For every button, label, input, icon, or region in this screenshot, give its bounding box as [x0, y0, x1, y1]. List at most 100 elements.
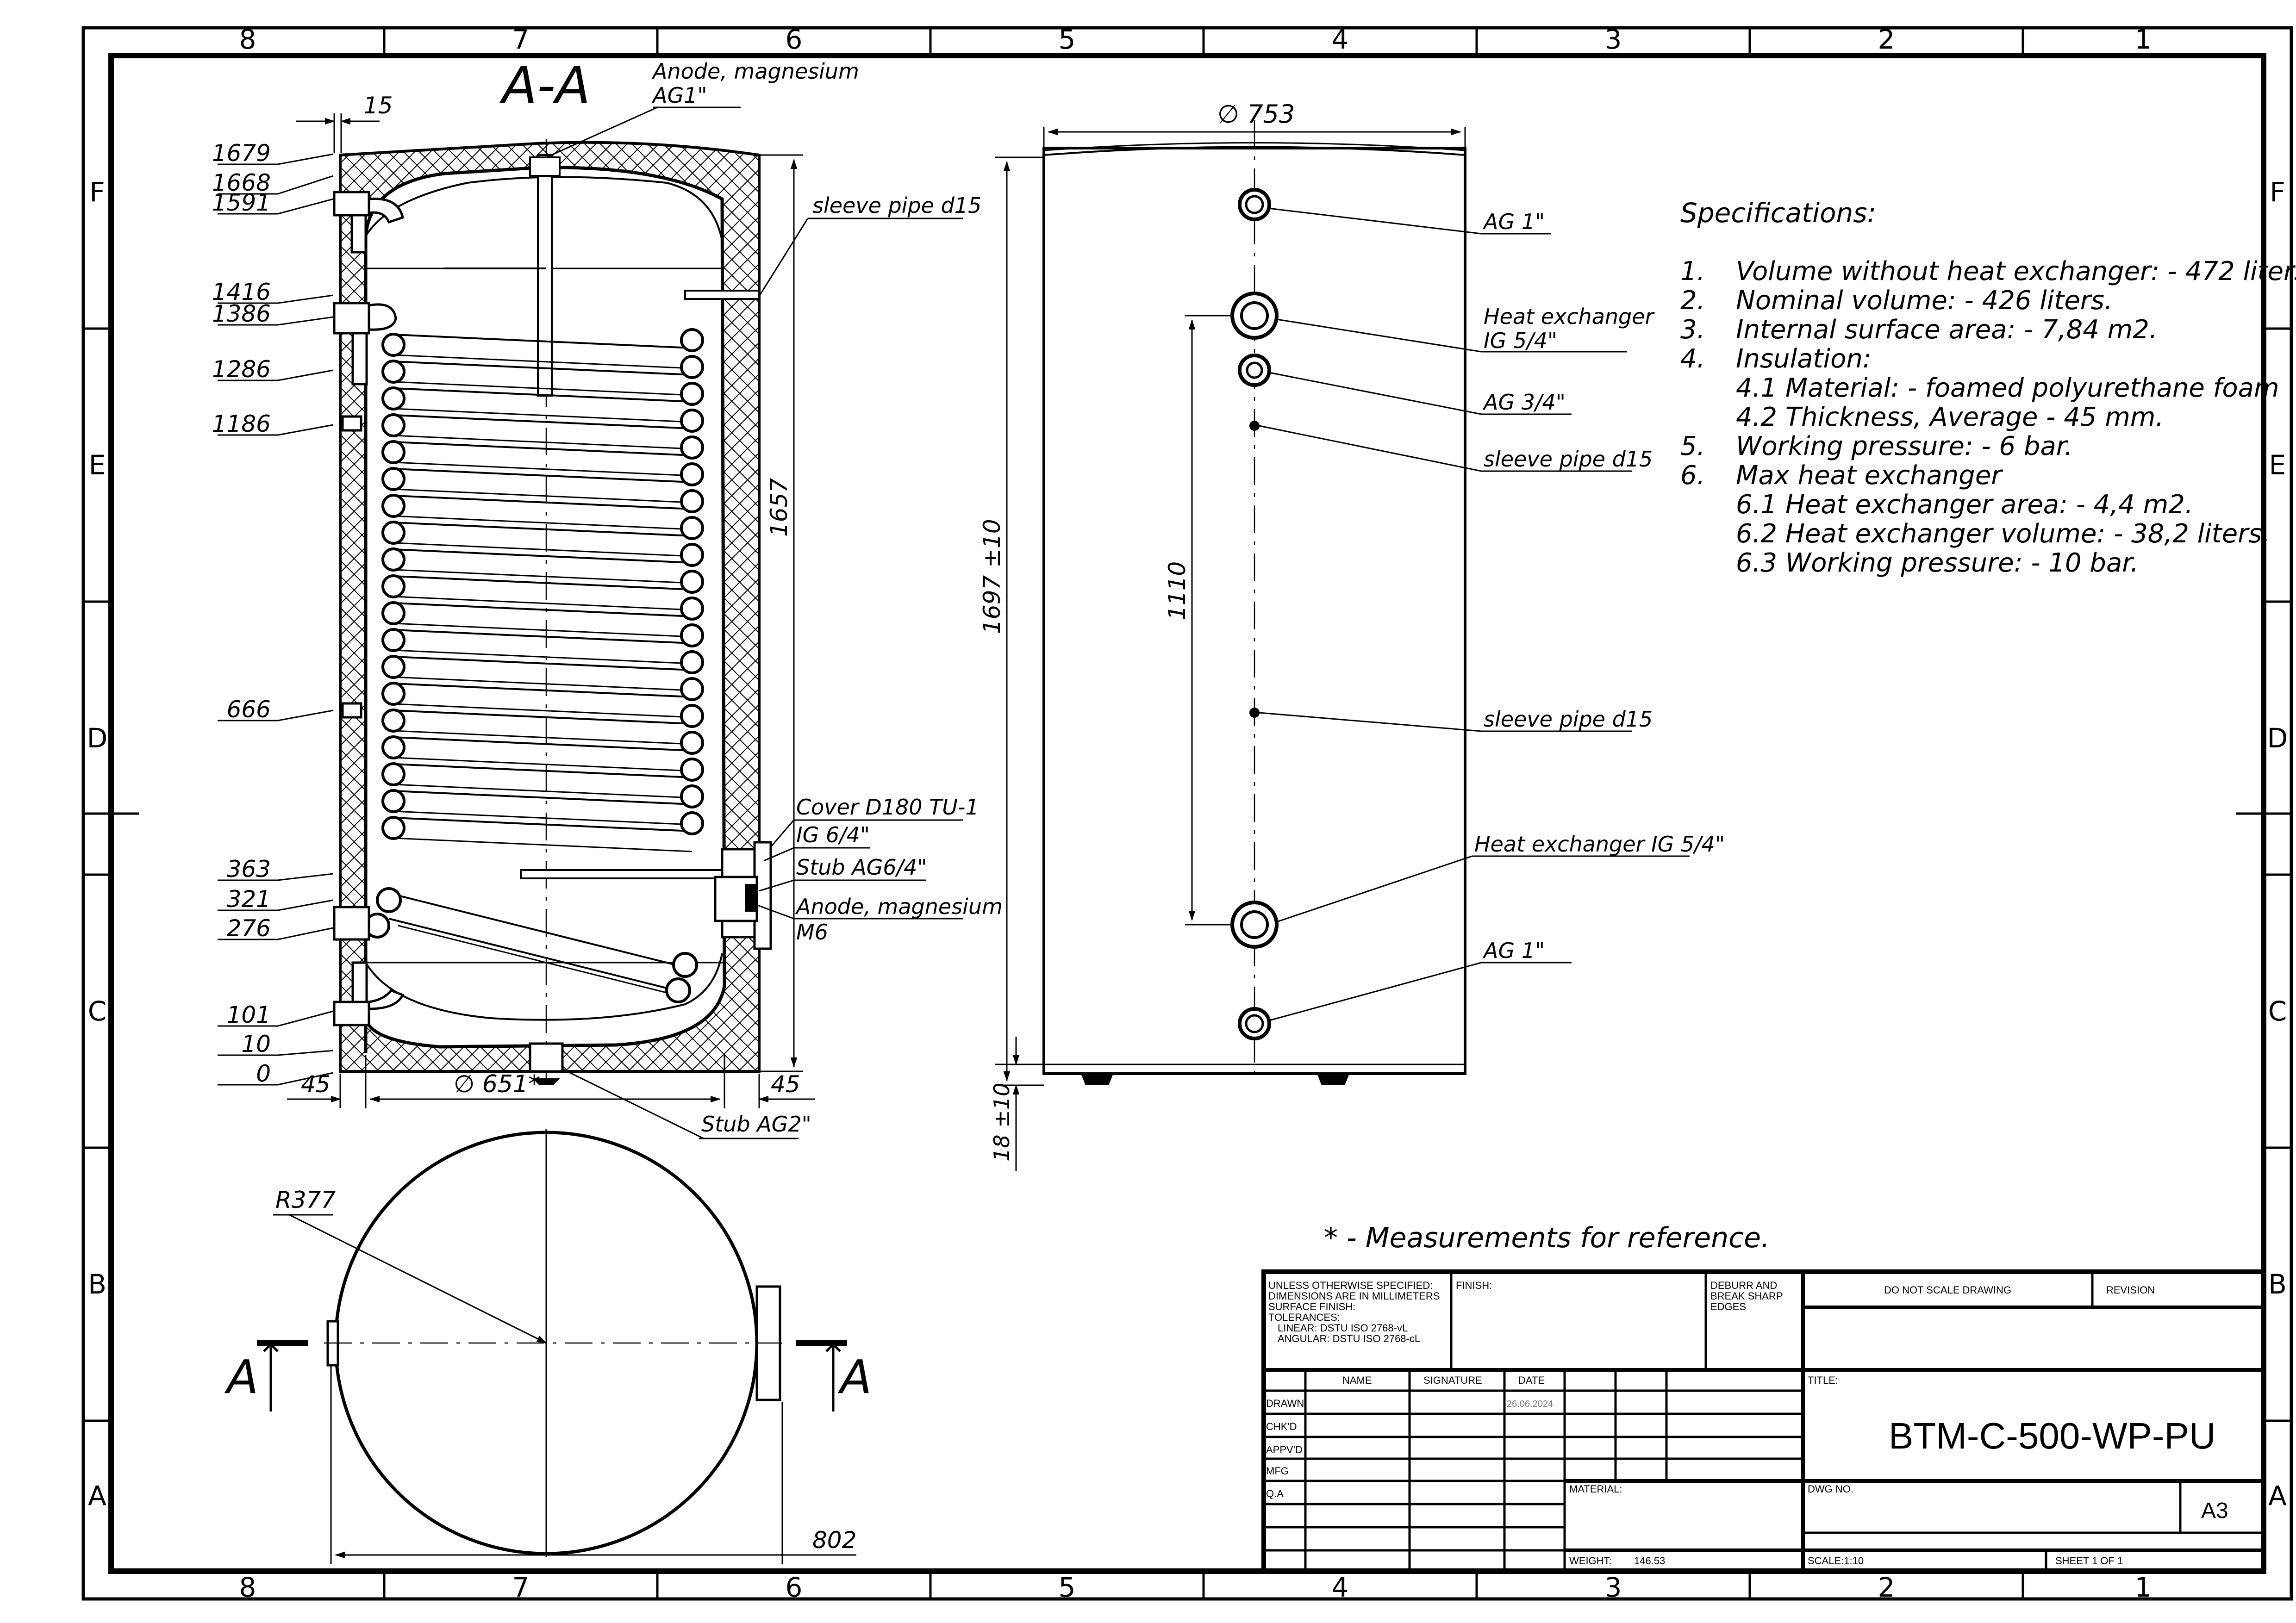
spec-line-3: Insulation: [1736, 344, 1872, 374]
zone-row-A-right: A [2268, 1480, 2287, 1512]
height-label-1591: 1591 [212, 189, 271, 216]
zone-row-C-left: C [88, 995, 107, 1027]
height-label-1668: 1668 [212, 169, 271, 196]
zone-column-7-bottom: 7 [512, 1572, 530, 1603]
tb-col-name: NAME [1342, 1374, 1372, 1386]
tb-material: MATERIAL: [1569, 1483, 1622, 1495]
zone-column-7-top: 7 [512, 24, 530, 55]
height-label-10: 10 [241, 1031, 271, 1057]
zone-row-E-right: E [2269, 449, 2286, 481]
cut-label-left: A [224, 1350, 258, 1404]
tb-col-date: DATE [1518, 1374, 1545, 1386]
spec-number-1: 2. [1680, 286, 1705, 316]
tb-sheet: SHEET 1 OF 1 [2055, 1555, 2123, 1567]
spec-line-9: 6.2 Heat exchanger volume: - 38,2 liters… [1736, 519, 2270, 549]
tb-unless-2: DIMENSIONS ARE IN MILLIMETERS [1268, 1290, 1440, 1302]
spec-line-7: Max heat exchanger [1736, 460, 2003, 491]
spec-line-10: 6.3 Working pressure: - 10 bar. [1736, 548, 2139, 578]
spec-number-3: 4. [1680, 344, 1705, 374]
front-inner: 1110 [1164, 561, 1191, 620]
left-connections [333, 191, 405, 1026]
height-label-1679: 1679 [212, 140, 271, 167]
front-callout-sleeve-2: sleeve pipe d15 [1484, 707, 1653, 732]
front-callout-sleeve-1: sleeve pipe d15 [1484, 447, 1653, 472]
tb-row-mfg: MFG [1266, 1465, 1289, 1477]
front-diameter: ∅ 753 [1217, 99, 1295, 129]
tb-row-appvd: APPV'D [1266, 1444, 1303, 1455]
bottom-stub [529, 1042, 564, 1073]
callout-ig64: IG 6/4" [796, 822, 870, 847]
height-label-276: 276 [227, 915, 271, 942]
specifications: Specifications: 1.Volume without heat ex… [1324, 197, 2296, 1254]
spec-number-0: 1. [1680, 256, 1705, 286]
dim-15: 15 [363, 92, 393, 119]
tb-unless-6: ANGULAR: DSTU ISO 2768-cL [1278, 1333, 1420, 1344]
heat-exchanger-coil [381, 328, 704, 852]
tb-weight-label: WEIGHT: [1569, 1555, 1612, 1567]
tb-weight: 146.53 [1634, 1555, 1665, 1567]
tb-row-qa: Q.A [1266, 1488, 1284, 1499]
tb-row-drawn: DRAWN [1266, 1398, 1304, 1409]
spec-line-8: 6.1 Heat exchanger area: - 4,4 m2. [1736, 490, 2193, 520]
callout-anode-m6-2: M6 [796, 920, 828, 945]
plan-view: R377 802 A A [224, 1129, 872, 1564]
anode-top-label-2: AG1" [651, 83, 707, 108]
zone-row-D-right: D [2267, 722, 2288, 754]
dim-651: ∅ 651* [454, 1070, 540, 1098]
tb-unless-1: UNLESS OTHERWISE SPECIFIED: [1268, 1280, 1433, 1291]
front-view: ∅ 753 1697 ±10 18 ±10 1110 AG 1" Heat ex… [979, 99, 1725, 1171]
zone-row-C-right: C [2268, 995, 2287, 1027]
anode-top-label-1: Anode, magnesium [651, 59, 859, 84]
front-feet: 18 ±10 [989, 1083, 1014, 1162]
zone-column-4-bottom: 4 [1332, 1572, 1349, 1603]
plan-radius: R377 [275, 1187, 336, 1213]
height-label-1186: 1186 [212, 410, 271, 437]
specs-note: * - Measurements for reference. [1324, 1222, 1770, 1254]
spec-line-2: Internal surface area: - 7,84 m2. [1736, 315, 2158, 345]
zone-column-6-bottom: 6 [786, 1572, 803, 1603]
tb-drawn-date: 26.06.2024 [1507, 1399, 1553, 1409]
tb-title-label: TITLE: [1808, 1374, 1838, 1386]
zone-column-5-top: 5 [1059, 24, 1076, 55]
stub-bottom-label: Stub AG2" [701, 1112, 811, 1137]
sleeve-top-label: sleeve pipe d15 [812, 193, 981, 218]
spec-line-4: 4.1 Material: - foamed polyurethane foam [1736, 373, 2279, 403]
height-label-1416: 1416 [212, 279, 271, 305]
spec-number-6: 5. [1680, 431, 1705, 461]
height-label-666: 666 [227, 696, 271, 723]
cut-label-right: A [837, 1350, 872, 1404]
height-label-1386: 1386 [212, 300, 271, 327]
drawing-frame [81, 26, 2293, 1601]
cover-flange [714, 841, 772, 950]
zone-column-1-bottom: 1 [2135, 1572, 2152, 1603]
zone-column-2-top: 2 [1878, 24, 1895, 55]
tb-finish: FINISH: [1456, 1280, 1492, 1291]
height-label-0: 0 [256, 1060, 271, 1087]
height-label-1286: 1286 [212, 356, 271, 383]
zone-column-3-bottom: 3 [1605, 1572, 1622, 1603]
front-callout-ag1-top: AG 1" [1482, 209, 1545, 234]
heat-exchanger-lower-coil [364, 887, 698, 1003]
dim-45-right: 45 [771, 1071, 800, 1098]
zone-column-1-top: 1 [2135, 24, 2152, 55]
front-callout-ag1-bottom: AG 1" [1482, 938, 1545, 963]
front-callout-hx-2: IG 5/4" [1484, 328, 1557, 353]
spec-line-6: Working pressure: - 6 bar. [1736, 431, 2072, 461]
zone-column-4-top: 4 [1332, 24, 1349, 55]
zone-row-A-left: A [88, 1480, 106, 1512]
tb-scale: SCALE:1:10 [1808, 1555, 1864, 1567]
tb-revision: REVISION [2106, 1284, 2155, 1296]
spec-line-0: Volume without heat exchanger: - 472 lit… [1736, 256, 2296, 286]
front-height: 1697 ±10 [979, 519, 1005, 634]
zone-row-E-left: E [89, 449, 106, 481]
callout-stub-ag64: Stub AG6/4" [796, 855, 927, 880]
zone-column-8-bottom: 8 [239, 1572, 256, 1603]
zone-row-F-left: F [89, 176, 105, 208]
zone-column-2-bottom: 2 [1878, 1572, 1895, 1603]
zone-column-8-top: 8 [239, 24, 256, 55]
zone-column-3-top: 3 [1605, 24, 1622, 55]
front-callouts [1259, 207, 1690, 1021]
tb-deburr-2: BREAK SHARP [1710, 1290, 1783, 1302]
